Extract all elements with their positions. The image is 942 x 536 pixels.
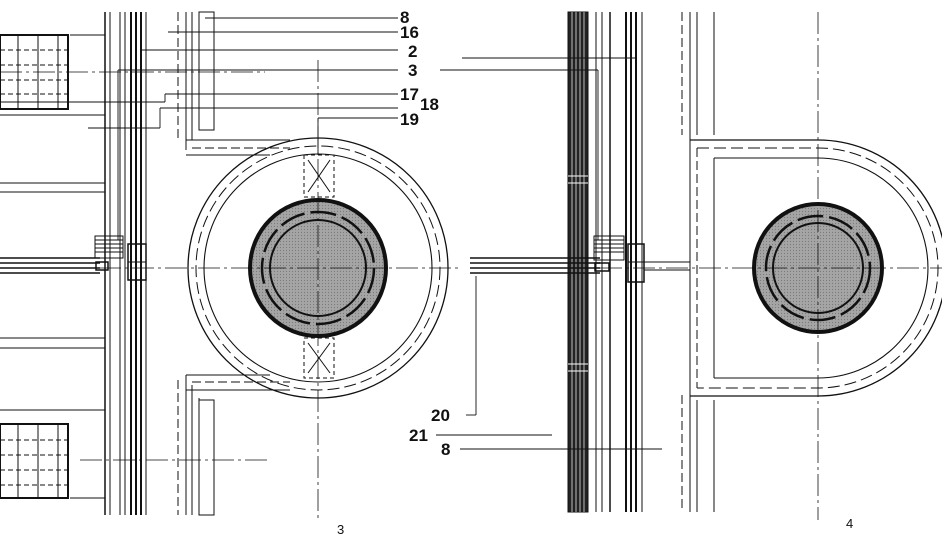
label-8-top: 8 bbox=[400, 8, 409, 27]
figure-number-3: 3 bbox=[337, 522, 344, 536]
label-20: 20 bbox=[431, 406, 450, 425]
column-detail-right bbox=[593, 235, 645, 283]
window-grid-bottom bbox=[0, 423, 69, 499]
label-2: 2 bbox=[408, 42, 417, 61]
bench-top bbox=[303, 154, 335, 198]
leader-lines-left bbox=[0, 17, 398, 240]
callout-labels: 8 16 2 3 17 18 19 20 21 8 bbox=[400, 8, 450, 459]
label-21: 21 bbox=[409, 426, 428, 445]
label-3: 3 bbox=[408, 61, 417, 80]
leader-lines-right bbox=[436, 57, 662, 450]
label-17: 17 bbox=[400, 85, 419, 104]
bench-bottom bbox=[303, 337, 335, 379]
label-16: 16 bbox=[400, 23, 419, 42]
figure-number-4: 4 bbox=[846, 516, 853, 531]
label-18: 18 bbox=[420, 95, 439, 114]
plan-4 bbox=[436, 11, 942, 520]
plan-3 bbox=[0, 11, 462, 520]
label-8-bottom: 8 bbox=[441, 440, 450, 459]
figure-numbers: 3 4 bbox=[337, 516, 853, 536]
label-19: 19 bbox=[400, 110, 419, 129]
